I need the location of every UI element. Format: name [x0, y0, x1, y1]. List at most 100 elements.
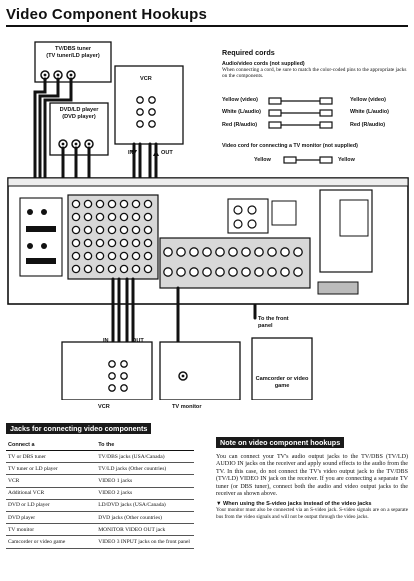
note-sub-text: Your monitor must also be connected via … [216, 507, 408, 520]
jacks-table-title: Jacks for connecting video components [6, 423, 152, 434]
speaker-terminal [293, 267, 303, 277]
dvd-ld-player-label: DVD/LD player (DVD player) [59, 107, 99, 120]
camcorder-label: Camcorder or video game [255, 376, 309, 389]
hookup-diagram [7, 41, 409, 400]
speaker-terminal [228, 267, 238, 277]
speaker-terminal [163, 267, 173, 277]
in-top-label: IN [128, 150, 134, 156]
white-audio-left: White (L/audio) [222, 109, 261, 115]
receiver-jack [119, 264, 129, 274]
vcr-bottom-label: VCR [98, 404, 110, 410]
speaker-terminal [293, 247, 303, 257]
camcorder-box [251, 337, 313, 400]
note-sub-title: When using the S-video jacks instead of … [222, 501, 372, 508]
receiver-jack [131, 225, 141, 235]
tuner-cords [33, 77, 73, 202]
speaker-terminal [215, 267, 225, 277]
receiver-jack [119, 238, 129, 248]
receiver-jack [107, 264, 117, 274]
speaker-terminal [215, 247, 225, 257]
speaker-terminal [254, 267, 264, 277]
receiver-jack [71, 225, 81, 235]
receiver-jack [83, 225, 93, 235]
speaker-terminal [267, 267, 277, 277]
receiver-jack [71, 264, 81, 274]
speaker-terminal [202, 247, 212, 257]
to-front-panel-label: To the front panel [258, 316, 289, 329]
jacks-table-section: Jacks for connecting video components Co… [6, 418, 194, 549]
vcr-top-label: VCR [140, 76, 152, 82]
required-cords-panel: Required cords Audio/video cords (not su… [222, 48, 410, 79]
speaker-terminal [189, 247, 199, 257]
receiver-jack [131, 251, 141, 261]
receiver-jack [131, 238, 141, 248]
receiver-jack [95, 251, 105, 261]
tv-dbs-tuner-label: TV/DBS tuner (TV tuner/LD player) [46, 46, 100, 59]
receiver-jack [83, 238, 93, 248]
video-cord-title: Video cord for connecting a TV monitor (… [222, 143, 358, 149]
receiver-jack [71, 251, 81, 261]
speaker-terminal [176, 267, 186, 277]
speaker-terminal [176, 247, 186, 257]
dvd-jacks [58, 139, 94, 149]
receiver-jack [143, 225, 153, 235]
receiver-jack [131, 212, 141, 222]
receiver-jack [119, 251, 129, 261]
receiver-jack [83, 251, 93, 261]
receiver-jack [71, 212, 81, 222]
note-text: You can connect your TV's audio output j… [216, 454, 408, 498]
vcr-top-jacks [136, 96, 156, 128]
audio-video-cords-title: Audio/video cords (not supplied) [222, 61, 305, 67]
audio-video-cords-text: When connecting a cord, be sure to match… [222, 67, 407, 80]
required-cords-title: Required cords [222, 48, 275, 57]
out-bottom-label: OUT [132, 338, 144, 344]
receiver-speaker-terminals [163, 247, 303, 277]
receiver-jack [143, 238, 153, 248]
tv-monitor-label: TV monitor [172, 404, 202, 410]
col-connect: Connect a [6, 440, 97, 451]
speaker-terminal [241, 247, 251, 257]
yellow-left: Yellow [254, 157, 271, 163]
red-audio-left: Red (R/audio) [222, 122, 258, 128]
white-audio-right: White (L/audio) [350, 109, 389, 115]
speaker-terminal [267, 247, 277, 257]
receiver-jack [131, 264, 141, 274]
note-subsection: ▼ When using the S-video jacks instead o… [216, 501, 408, 507]
receiver-jack [95, 264, 105, 274]
in-bottom-label: IN [103, 338, 109, 344]
receiver-jack [71, 238, 81, 248]
red-audio-right: Red (R/audio) [350, 122, 386, 128]
vcr-bottom-box [61, 341, 153, 400]
receiver-jack [143, 251, 153, 261]
receiver-jack [143, 264, 153, 274]
receiver-jack [95, 199, 105, 209]
receiver-jack [131, 199, 141, 209]
receiver-jack [95, 238, 105, 248]
receiver-jack [107, 225, 117, 235]
speaker-terminal [280, 247, 290, 257]
receiver-jack [119, 199, 129, 209]
receiver-jack [143, 212, 153, 222]
out-top-label: OUT [161, 150, 173, 156]
receiver-jack [95, 225, 105, 235]
tv-monitor-box [159, 341, 241, 400]
yellow-right: Yellow [338, 157, 355, 163]
receiver-jack [107, 238, 117, 248]
speaker-terminal [228, 247, 238, 257]
receiver-jack [83, 264, 93, 274]
receiver-jack [107, 212, 117, 222]
receiver-video-jacks [71, 199, 153, 274]
receiver-jack [143, 199, 153, 209]
speaker-terminal [280, 267, 290, 277]
speaker-terminal [254, 247, 264, 257]
note-section: Note on video component hookups You can … [216, 432, 408, 520]
vcr-top-box [114, 65, 184, 145]
